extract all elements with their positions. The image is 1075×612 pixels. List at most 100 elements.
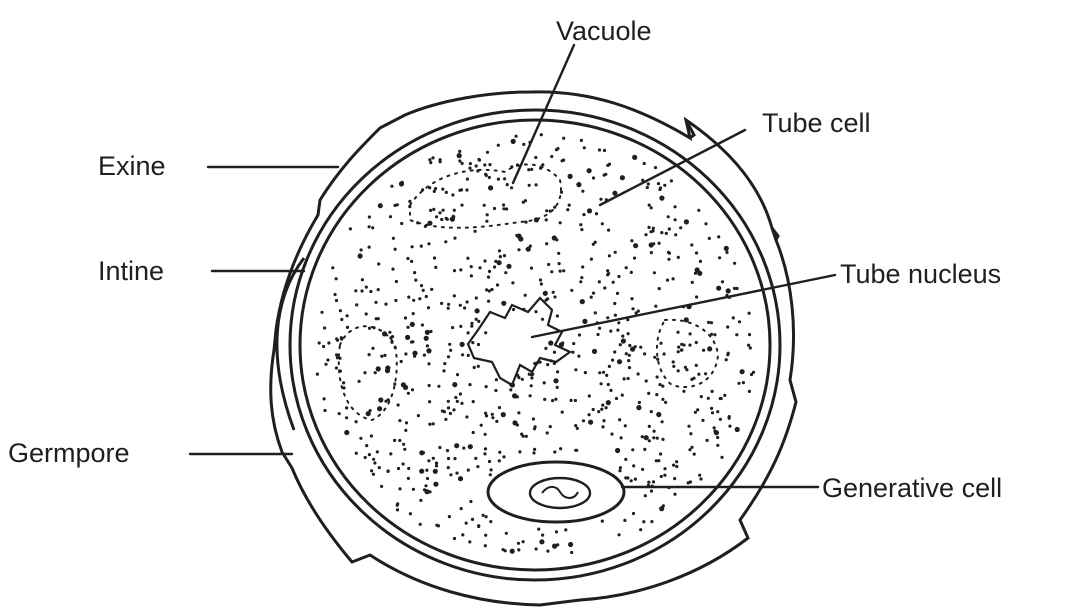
cytoplasm-dot: [718, 256, 721, 259]
cytoplasm-dot: [643, 352, 646, 355]
cytoplasm-dot: [368, 246, 371, 249]
cytoplasm-dot: [595, 212, 598, 215]
cytoplasm-dot: [664, 401, 667, 404]
cytoplasm-dot: [404, 429, 407, 432]
cytoplasm-dot: [468, 167, 471, 170]
cytoplasm-dot: [710, 407, 713, 410]
cytoplasm-dot: [742, 381, 745, 384]
cytoplasm-dot: [370, 469, 373, 472]
cytoplasm-dot: [413, 355, 416, 358]
cytoplasm-dot: [580, 228, 583, 231]
cytoplasm-dot: [614, 314, 617, 317]
cytoplasm-dot: [449, 473, 452, 476]
cytoplasm-dot: [652, 227, 655, 230]
cytoplasm-dot: [600, 408, 603, 411]
cytoplasm-dot: [656, 375, 659, 378]
cytoplasm-dot: [358, 380, 361, 383]
cytoplasm-dot: [661, 398, 664, 401]
cytoplasm-dot: [726, 325, 729, 328]
cytoplasm-dot: [526, 247, 531, 252]
cytoplasm-dot: [510, 549, 515, 554]
cytoplasm-dot: [615, 397, 618, 400]
cytoplasm-dot: [694, 411, 697, 414]
cytoplasm-dot: [582, 319, 587, 324]
cytoplasm-dot: [411, 340, 414, 343]
cytoplasm-dot: [471, 518, 474, 521]
cytoplasm-dot: [338, 412, 341, 415]
cytoplasm-dot: [470, 265, 473, 268]
cytoplasm-dot: [340, 336, 343, 339]
cytoplasm-dot: [652, 436, 655, 439]
cytoplasm-dot: [530, 384, 533, 387]
cytoplasm-dot: [412, 488, 415, 491]
cytoplasm-dot: [682, 390, 685, 393]
cytoplasm-dot: [359, 437, 362, 440]
cytoplasm-dot: [556, 543, 559, 546]
cytoplasm-dot: [483, 204, 486, 207]
cytoplasm-dot: [597, 410, 600, 413]
cytoplasm-dot: [653, 430, 656, 433]
cytoplasm-dot: [702, 349, 705, 352]
cytoplasm-dot: [633, 243, 638, 248]
cytoplasm-dot: [650, 251, 653, 254]
cytoplasm-dot: [411, 388, 414, 391]
cytoplasm-dot: [419, 523, 422, 526]
cytoplasm-dot: [617, 275, 620, 278]
cytoplasm-dot: [323, 409, 326, 412]
cytoplasm-dot: [603, 149, 606, 152]
cytoplasm-dot: [458, 150, 461, 153]
cytoplasm-dot: [433, 256, 436, 259]
cytoplasm-dot: [740, 369, 745, 374]
cytoplasm-dot: [673, 477, 676, 480]
cytoplasm-dot: [639, 528, 642, 531]
cytoplasm-dot: [431, 156, 434, 159]
cytoplasm-dot: [696, 408, 699, 411]
cytoplasm-dot: [555, 530, 558, 533]
cytoplasm-dot: [490, 288, 493, 291]
cytoplasm-dot: [614, 251, 617, 254]
cytoplasm-dot: [517, 411, 520, 414]
cytoplasm-dot: [644, 233, 647, 236]
cytoplasm-dot: [428, 158, 431, 161]
cytoplasm-dot: [647, 481, 650, 484]
cytoplasm-dot: [374, 301, 377, 304]
cytoplasm-dot: [472, 431, 475, 434]
cytoplasm-dot: [637, 372, 640, 375]
cytoplasm-dot: [397, 467, 400, 470]
cytoplasm-dot: [533, 448, 536, 451]
cytoplasm-dot: [363, 371, 366, 374]
cytoplasm-dot: [630, 297, 633, 300]
cytoplasm-dot: [447, 303, 450, 306]
cytoplasm-dot: [621, 338, 626, 343]
cytoplasm-dot: [440, 302, 443, 305]
cytoplasm-dot: [423, 354, 426, 357]
cytoplasm-dot: [355, 452, 358, 455]
cytoplasm-dot: [720, 456, 723, 459]
cytoplasm-dot: [643, 448, 646, 451]
cytoplasm-dot: [389, 336, 392, 339]
cytoplasm-dot: [430, 288, 433, 291]
cytoplasm-dot: [406, 326, 409, 329]
cytoplasm-dot: [659, 196, 664, 201]
cytoplasm-dot: [389, 452, 392, 455]
cytoplasm-dot: [699, 260, 702, 263]
cytoplasm-dot: [396, 508, 399, 511]
cytoplasm-dot: [727, 352, 730, 355]
cytoplasm-dot: [689, 432, 692, 435]
cytoplasm-dot: [663, 474, 666, 477]
cytoplasm-dot: [472, 400, 475, 403]
vacuole-outline: [657, 320, 718, 387]
cytoplasm-dot: [336, 339, 339, 342]
cytoplasm-dot: [466, 300, 469, 303]
cytoplasm-dot: [318, 341, 321, 344]
cytoplasm-dot: [616, 292, 619, 295]
cytoplasm-dot: [553, 450, 556, 453]
cytoplasm-dot: [660, 231, 663, 234]
generative-cell: [488, 462, 624, 522]
cytoplasm-dot: [738, 320, 741, 323]
cytoplasm-dot: [628, 366, 631, 369]
cytoplasm-dot: [716, 286, 721, 291]
cytoplasm-dot: [618, 469, 621, 472]
cytoplasm-dot: [672, 464, 675, 467]
cytoplasm-dot: [611, 359, 614, 362]
